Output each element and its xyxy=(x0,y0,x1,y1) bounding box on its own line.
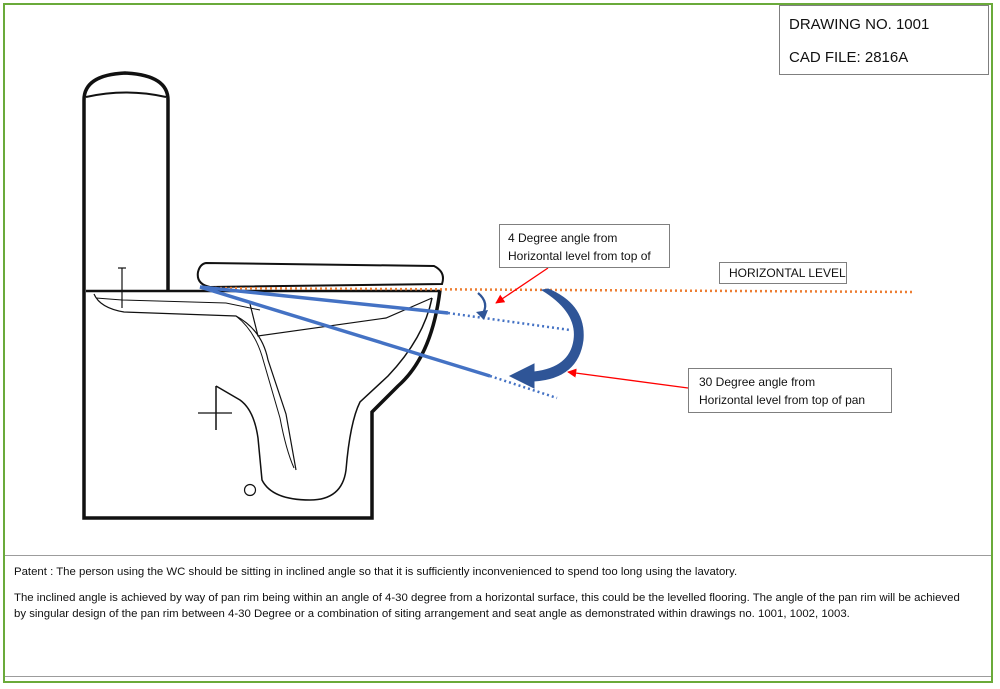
notes-section: Patent : The person using the WC should … xyxy=(5,555,991,681)
callout-30-line2: Horizontal level from top of pan xyxy=(699,393,866,407)
large-angle-arrow xyxy=(508,288,584,389)
angle-lines xyxy=(199,285,571,400)
callout-30-line1: 30 Degree angle from xyxy=(699,375,816,389)
drawing-number: DRAWING NO. 1001 xyxy=(789,16,930,33)
red-arrow-4 xyxy=(495,267,549,304)
callout-30-degree: 30 Degree angle from Horizontal level fr… xyxy=(688,368,892,413)
horizontal-level-line xyxy=(204,286,916,294)
seat-lid xyxy=(196,261,444,289)
description-note: The inclined angle is achieved by way of… xyxy=(14,592,960,620)
small-angle-arrow xyxy=(476,292,488,320)
callout-4-line1: 4 Degree angle from xyxy=(508,231,618,245)
toilet-diagram xyxy=(82,71,916,520)
red-arrow-30 xyxy=(567,368,689,389)
cad-file: CAD FILE: 2816A xyxy=(789,49,909,66)
callout-4-line2: Horizontal level from top of xyxy=(508,249,651,263)
callout-4-degree: 4 Degree angle from Horizontal level fro… xyxy=(499,224,670,268)
callout-horizontal-level: HORIZONTAL LEVEL xyxy=(719,262,847,284)
patent-note: Patent : The person using the WC should … xyxy=(14,566,738,578)
pan-body xyxy=(82,289,442,520)
drawing-frame xyxy=(3,3,993,683)
bottom-rule xyxy=(5,676,991,677)
title-block: DRAWING NO. 1001 CAD FILE: 2816A xyxy=(779,5,989,75)
cistern xyxy=(82,71,170,308)
